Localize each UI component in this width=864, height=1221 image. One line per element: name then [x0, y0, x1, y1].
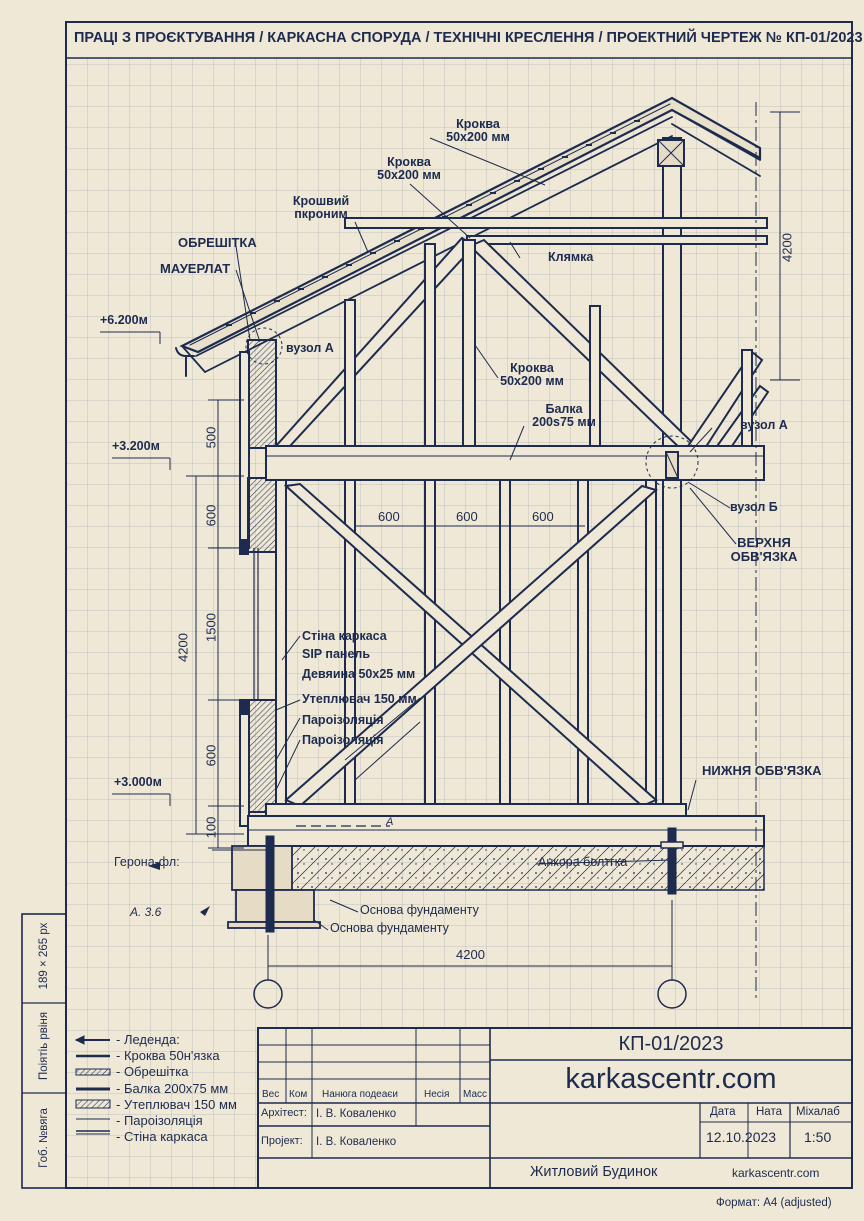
dim-stud-2: 600 — [456, 509, 478, 524]
label-node-b: вузол Б — [730, 500, 778, 514]
dim-stack-1: 500 — [203, 426, 219, 449]
dim-base-width: 4200 — [456, 947, 485, 962]
label-clamp: Клямка — [548, 250, 594, 264]
tb-scale-label: Міхалаб — [796, 1106, 840, 1118]
layer-5: Пароізоляція — [302, 713, 384, 727]
layer-6: Пароізоляція — [302, 733, 384, 747]
tb-building: Житловий Будинок — [530, 1164, 658, 1180]
legend-item-3: - Балка 200x75 мм — [116, 1081, 229, 1096]
label-mauerlat: МАУЕРЛАТ — [160, 261, 231, 276]
label-rafter-inner: Кроква 50x200 мм — [500, 361, 564, 389]
tb-col-5: Масс — [463, 1089, 488, 1100]
tb-col-2: Ком — [289, 1089, 308, 1100]
legend-item-5: - Пароізоляція — [116, 1113, 203, 1128]
label-rafter-mid: Кроква 50x200 мм — [377, 155, 441, 183]
legend-title: - Леденда: — [116, 1032, 180, 1047]
tb-col-4: Несія — [424, 1089, 450, 1100]
dim-stud-3: 600 — [532, 509, 554, 524]
tb-date-label: Дата — [710, 1106, 736, 1118]
tb-site: karkascentr.com — [565, 1063, 777, 1095]
tb-code: КП-01/2023 — [618, 1033, 724, 1055]
footer-format: Формат: А4 (adjusted) — [716, 1197, 832, 1209]
label-heron: Герона-фл: — [114, 855, 180, 869]
level-low: +3.000м — [114, 775, 162, 789]
dim-stack-2: 600 — [203, 504, 219, 527]
label-node-a-left: вузол А — [286, 341, 334, 355]
tb-architect-label: Архітест: — [261, 1107, 307, 1119]
tb-date-label-2: Ната — [756, 1106, 782, 1118]
label-bottom-plate: НИЖНЯ ОБВ'ЯЗКА — [702, 763, 822, 778]
label-sketch-note: А. 3.6 — [130, 905, 162, 919]
tb-col-1: Вес — [262, 1089, 280, 1100]
tb-project: І. В. Коваленко — [316, 1136, 397, 1148]
label-foundation-1: Основа фундаменту — [360, 903, 479, 917]
level-top: +6.200м — [100, 313, 148, 327]
layer-4: Утеплювач 150 мм — [302, 692, 417, 706]
level-mid: +3.200м — [112, 439, 160, 453]
label-rafter-top: Кроква 50x200 мм — [446, 117, 510, 145]
layer-1: Стіна каркаса — [302, 629, 387, 643]
label-roof-profile: Крошвий пкроним — [292, 194, 350, 222]
dim-roof-height: 4200 — [779, 233, 795, 262]
label-node-a-right: вузол А — [740, 418, 788, 432]
dim-stack-5: 100 — [203, 816, 219, 839]
layer-2: SIP панель — [302, 647, 371, 661]
side-cell-bottom: Гоб. №вяга — [38, 1108, 50, 1168]
label-beam: Балка 200s75 мм — [532, 402, 596, 430]
legend-item-4: - Утеплювач 150 мм — [116, 1097, 237, 1112]
tb-date: 12.10.2023 — [706, 1129, 777, 1145]
tb-architect: І. В. Коваленко — [316, 1108, 397, 1120]
layer-3: Девяина 50x25 мм — [302, 667, 416, 681]
legend-item-6: - Стіна каркаса — [116, 1129, 208, 1144]
dim-stud-1: 600 — [378, 509, 400, 524]
tb-project-label: Пројект: — [261, 1135, 303, 1147]
label-batten: ОБРЕШІТКА — [178, 235, 257, 250]
dim-wall-height: 4200 — [175, 633, 191, 662]
label-foundation-2: Основа фундаменту — [330, 921, 449, 935]
side-cell-middle: Поіятіь рвіня — [38, 1011, 50, 1081]
label-top-plate: ВЕРХНЯ ОБВ'ЯЗКА — [730, 535, 798, 564]
side-cell-top: 189 × 265 рх — [38, 922, 50, 990]
dim-stack-3: 1500 — [203, 613, 219, 642]
tb-site-small: karkascentr.com — [732, 1166, 820, 1180]
legend-item-1: - Кроква 50н'язка — [116, 1048, 220, 1063]
sheet-title: ПРАЦІ З ПРОЄКТУВАННЯ / КАРКАСНА СПОРУДА … — [74, 30, 863, 46]
label-anchor-bolt: Анкора болтгка — [538, 855, 628, 869]
tb-scale: 1:50 — [804, 1129, 832, 1145]
tb-col-3: Нанюга подеаєи — [322, 1089, 398, 1100]
legend-item-2: - Обрешітка — [116, 1064, 189, 1079]
label-mark-a: A — [386, 816, 394, 828]
dim-stack-4: 600 — [203, 744, 219, 767]
